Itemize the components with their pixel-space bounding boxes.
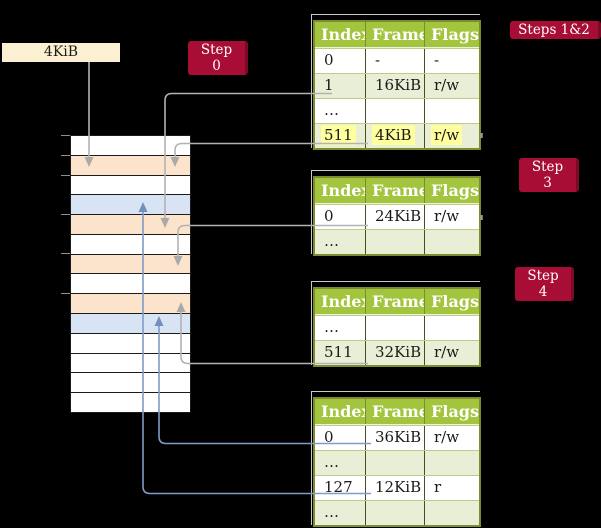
frame-size-label: 4KiB — [2, 43, 120, 62]
table-row: 0 24KiB r/w — [315, 204, 479, 229]
memory-frame-pt — [71, 155, 190, 176]
table-row: 511 32KiB r/w — [315, 340, 479, 365]
badge-step-0: Step 0 — [188, 41, 248, 75]
memory-frame-frame — [71, 274, 190, 295]
table-header: Index Frame Flags — [315, 399, 479, 425]
memory-frame-pt — [71, 254, 190, 275]
physical-memory-stack — [70, 135, 191, 413]
table-row: 0 - - — [315, 48, 479, 73]
table-row: 0 36KiB r/w — [315, 425, 479, 450]
header-frame: Frame — [366, 22, 425, 47]
table-header: Index Frame Flags — [315, 22, 479, 48]
table-row: … — [315, 500, 479, 525]
table-row: … — [315, 98, 479, 123]
table-row: … — [315, 229, 479, 254]
address-tick — [61, 253, 70, 254]
memory-frame-frame — [71, 136, 190, 156]
table-row-highlighted: 511 4KiB r/w — [315, 123, 479, 148]
address-tick — [61, 293, 70, 294]
address-tick — [61, 135, 70, 136]
memory-frame-pt — [71, 294, 190, 315]
table-row: 1 16KiB r/w — [315, 73, 479, 98]
address-tick — [61, 214, 70, 215]
table-header: Index Frame Flags — [315, 178, 479, 204]
page-table-at-32kib: Index Frame Flags 0 36KiB r/w … 127 12Ki… — [311, 391, 481, 527]
header-index: Index — [315, 22, 366, 47]
badge-steps-1-2: Steps 1&2 — [510, 21, 601, 39]
page-table-at-16kib: Index Frame Flags 0 24KiB r/w … — [311, 170, 481, 256]
memory-frame-frame — [71, 393, 190, 412]
table-row: … — [315, 450, 479, 475]
table-header: Index Frame Flags — [315, 289, 479, 315]
page-table-at-24kib: Index Frame Flags … 511 32KiB r/w — [311, 281, 481, 367]
table-row: 127 12KiB r — [315, 475, 479, 500]
badge-step-3: Step 3 — [519, 158, 579, 192]
memory-frame-frame — [71, 373, 190, 394]
memory-frame-frame — [71, 234, 190, 255]
memory-frame-frame — [71, 353, 190, 374]
memory-frame-data — [71, 314, 190, 334]
address-tick — [61, 155, 70, 156]
memory-frame-pt — [71, 215, 190, 235]
memory-frame-frame — [71, 333, 190, 354]
table-row: … — [315, 315, 479, 340]
page-table-at-4kib: Index Frame Flags 0 - - 1 16KiB r/w … 51… — [311, 14, 481, 150]
badge-step-4: Step 4 — [515, 267, 574, 301]
address-tick — [61, 175, 70, 176]
header-flags: Flags — [431, 25, 479, 44]
memory-frame-frame — [71, 175, 190, 196]
memory-frame-data — [71, 195, 190, 216]
